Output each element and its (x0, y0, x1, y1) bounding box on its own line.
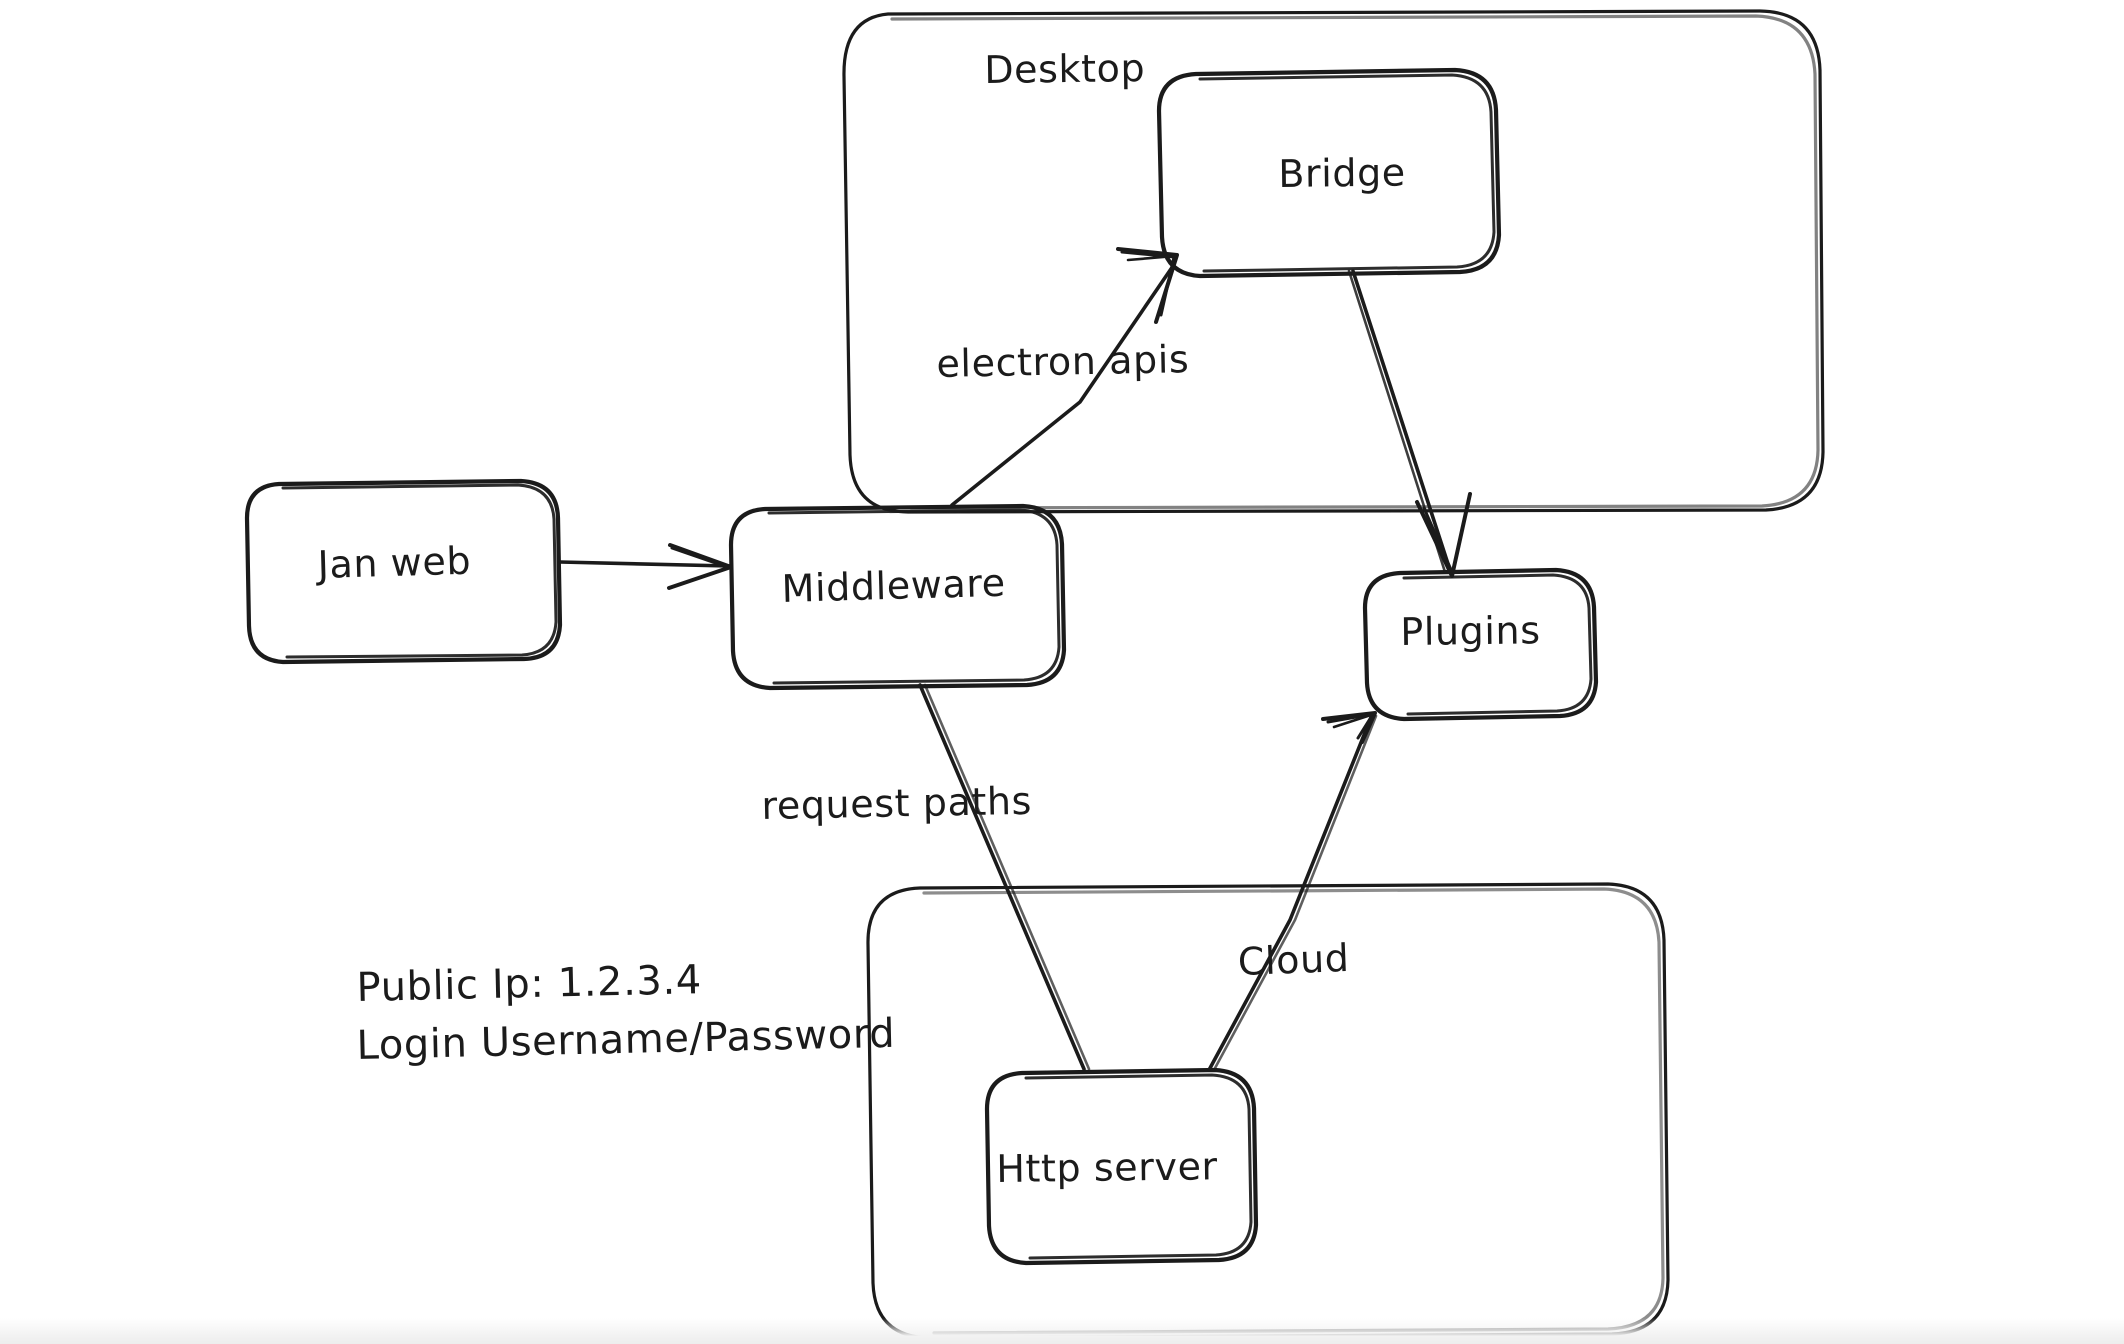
node-label-jan-web: Jan web (317, 538, 472, 587)
edge-label-cloud: Cloud (1237, 935, 1351, 984)
edge-middleware-to-http-server (918, 683, 1091, 1071)
container-desktop-outline (842, 9, 1825, 514)
edge-middleware-to-bridge (950, 247, 1179, 507)
node-label-bridge: Bridge (1278, 150, 1407, 196)
node-jan-web-outline (244, 478, 563, 665)
node-label-plugins: Plugins (1400, 608, 1541, 654)
edge-label-request-paths: request paths (761, 778, 1033, 828)
node-plugins-outline (1362, 567, 1599, 722)
edge-label-electron-apis: electron apis (936, 337, 1190, 386)
edge-jan-web-to-middleware (558, 543, 733, 590)
edge-bridge-to-plugins (1347, 269, 1472, 578)
edge-http-server-to-plugins (1207, 711, 1378, 1072)
node-label-middleware: Middleware (781, 560, 1007, 611)
node-label-http-server: Http server (996, 1144, 1219, 1191)
node-bridge-outline (1156, 67, 1502, 279)
node-middleware-outline (728, 503, 1067, 691)
container-label-desktop: Desktop (984, 46, 1146, 92)
node-http-server-outline (984, 1067, 1259, 1266)
note-public-ip: Public Ip: 1.2.3.4 (356, 957, 703, 1011)
